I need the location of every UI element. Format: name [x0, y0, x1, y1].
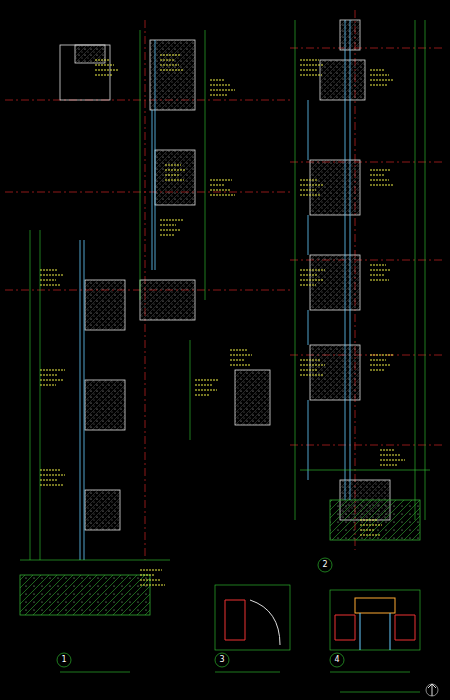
note-stroke: [370, 264, 386, 265]
note-stroke: [370, 184, 394, 185]
note-stroke: [230, 359, 245, 360]
note-stroke: [370, 84, 387, 85]
note-stroke: [210, 94, 228, 95]
note-stroke: [140, 579, 160, 580]
note-stroke: [140, 584, 165, 585]
note-stroke: [195, 379, 219, 380]
note-stroke: [40, 274, 63, 275]
note-stroke: [300, 269, 325, 270]
note-stroke: [370, 69, 384, 70]
note-stroke: [160, 224, 176, 225]
note-stroke: [40, 374, 58, 375]
callout-number: 1: [57, 655, 71, 665]
callout-number: 2: [318, 560, 332, 570]
note-stroke: [370, 279, 389, 280]
note-stroke: [300, 359, 320, 360]
note-stroke: [40, 479, 58, 480]
note-stroke: [300, 284, 316, 285]
note-stroke: [210, 79, 225, 80]
note-stroke: [160, 219, 183, 220]
note-stroke: [40, 484, 63, 485]
note-stroke: [165, 179, 184, 180]
note-stroke: [370, 169, 391, 170]
note-stroke: [95, 74, 112, 75]
note-stroke: [210, 184, 225, 185]
note-stroke: [40, 284, 61, 285]
note-stroke: [230, 349, 247, 350]
note-stroke: [140, 574, 155, 575]
note-stroke: [210, 189, 230, 190]
note-stroke: [160, 59, 174, 60]
note-stroke: [165, 169, 186, 170]
note-stroke: [40, 369, 65, 370]
note-stroke: [360, 529, 375, 530]
note-stroke: [40, 474, 65, 475]
note-stroke: [370, 269, 391, 270]
note-stroke: [160, 69, 184, 70]
note-stroke: [370, 79, 394, 80]
callout-number: 4: [330, 655, 344, 665]
note-stroke: [165, 174, 179, 175]
note-stroke: [360, 534, 380, 535]
note-stroke: [40, 269, 58, 270]
note-stroke: [300, 184, 323, 185]
note-stroke: [300, 74, 322, 75]
note-stroke: [300, 279, 323, 280]
note-stroke: [195, 384, 212, 385]
note-stroke: [40, 279, 56, 280]
note-stroke: [230, 364, 250, 365]
note-stroke: [300, 59, 319, 60]
note-stroke: [95, 69, 119, 70]
note-stroke: [380, 459, 405, 460]
note-stroke: [300, 374, 323, 375]
note-stroke: [160, 54, 181, 55]
note-stroke: [370, 174, 384, 175]
note-stroke: [300, 189, 316, 190]
note-stroke: [370, 359, 386, 360]
note-stroke: [300, 369, 318, 370]
note-stroke: [370, 74, 389, 75]
note-stroke: [300, 194, 321, 195]
note-stroke: [160, 234, 174, 235]
note-stroke: [380, 464, 398, 465]
note-stroke: [40, 469, 60, 470]
note-stroke: [195, 389, 217, 390]
note-stroke: [210, 84, 230, 85]
note-stroke: [370, 179, 389, 180]
note-stroke: [230, 354, 252, 355]
note-stroke: [380, 454, 400, 455]
note-stroke: [300, 179, 318, 180]
note-stroke: [300, 274, 318, 275]
note-stroke: [140, 569, 162, 570]
note-stroke: [300, 64, 324, 65]
note-stroke: [95, 59, 109, 60]
note-stroke: [370, 274, 384, 275]
note-stroke: [95, 64, 114, 65]
note-stroke: [165, 164, 181, 165]
note-stroke: [370, 364, 391, 365]
note-stroke: [360, 519, 377, 520]
note-stroke: [360, 524, 382, 525]
note-stroke: [380, 449, 395, 450]
note-stroke: [210, 179, 232, 180]
note-stroke: [40, 379, 63, 380]
note-stroke: [160, 229, 181, 230]
note-stroke: [370, 354, 393, 355]
note-stroke: [160, 64, 179, 65]
note-stroke: [210, 89, 235, 90]
note-stroke: [300, 69, 317, 70]
note-stroke: [300, 364, 325, 365]
note-stroke: [40, 384, 56, 385]
note-stroke: [195, 394, 210, 395]
note-stroke: [210, 194, 235, 195]
note-stroke: [370, 369, 384, 370]
callout-number: 3: [215, 655, 229, 665]
